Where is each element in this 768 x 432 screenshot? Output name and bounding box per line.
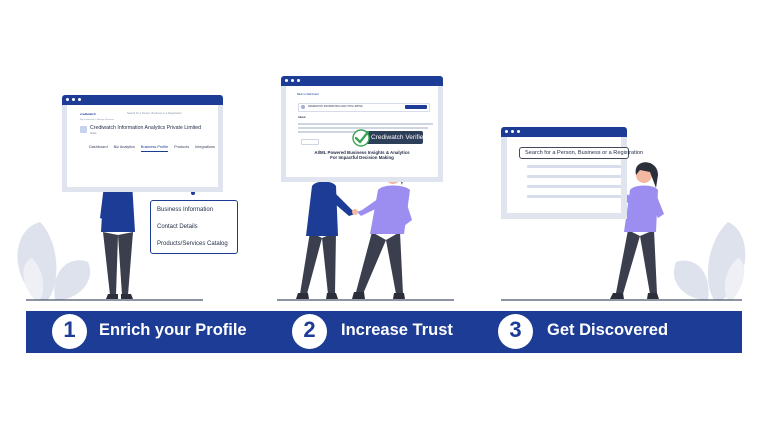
step-2-number: 2 (303, 317, 316, 342)
tab-integrations[interactable]: Integrations (195, 145, 215, 149)
step-3-number: 3 (509, 317, 522, 342)
steps-banner (26, 311, 742, 353)
plant-left-decoration (17, 222, 91, 300)
tagline-line-2: For Impactful Decision Making (330, 155, 394, 160)
window-titlebar (62, 95, 223, 105)
search-input[interactable]: Search for a Person, Business or a Regis… (127, 112, 182, 115)
company-header-row: CREDIWATCH INFORMATION ANALYTICS LIMITED (298, 103, 430, 112)
company-name: CREDIWATCH INFORMATION ANALYTICS LIMITED (308, 105, 363, 108)
breadcrumb[interactable]: My Dashboard > Manage Business (80, 119, 115, 121)
company-logo-icon (301, 105, 305, 109)
result-line (527, 165, 621, 168)
search-window: Search for a Person, Business or a Regis… (501, 127, 643, 219)
search-placeholder: Search for a Person, Business or a Regis… (525, 149, 644, 156)
menu-item-business-information[interactable]: Business Information (157, 207, 214, 213)
building-icon (80, 126, 87, 133)
step-2-circle (292, 314, 327, 349)
text-line (298, 127, 428, 129)
step-1-circle (52, 314, 87, 349)
verified-badge: Crediwatch Verified (363, 131, 427, 144)
person-searching (606, 162, 664, 299)
result-line (527, 195, 621, 198)
company-name: Crediwatch Information Analytics Private… (90, 125, 202, 131)
step-1-number: 1 (63, 317, 76, 342)
action-button[interactable] (405, 105, 427, 109)
profile-tabs: Dashboard Biz Analytics Business Profile… (89, 145, 215, 152)
verified-label: Crediwatch Verified (371, 133, 427, 141)
search-input[interactable]: Search for a Person, Business or a Regis… (519, 147, 643, 159)
menu-item-contact-details[interactable]: Contact Details (157, 224, 198, 230)
business-profile-window: crediwatch Search for a Person, Business… (62, 95, 223, 192)
text-line (298, 131, 398, 133)
result-line (527, 175, 621, 178)
window-titlebar (281, 76, 443, 86)
plant-right-decoration (673, 222, 746, 300)
step-3-label: Get Discovered (547, 321, 669, 339)
back-link[interactable]: Back to dashboard (297, 93, 319, 96)
tab-biz-analytics[interactable]: Biz Analytics (113, 145, 135, 149)
tab-dashboard[interactable]: Dashboard (89, 145, 108, 149)
menu-item-products-catalog[interactable]: Products/Services Catalog (157, 241, 228, 247)
crediwatch-logo[interactable]: crediwatch (80, 112, 96, 116)
check-icon (352, 129, 370, 147)
tagline-line-1: AI/ML Powered Business Insights & Analyt… (314, 150, 410, 155)
tab-products[interactable]: Products (174, 145, 190, 149)
about-heading: About (298, 116, 306, 119)
person-handshake-woman (352, 163, 412, 299)
step-3-circle (498, 314, 533, 349)
text-line (298, 123, 433, 125)
person-handshake-man (296, 160, 355, 299)
business-profile-dropdown: Business Information Contact Details Pro… (150, 200, 238, 254)
step-1-label: Enrich your Profile (99, 321, 247, 339)
result-line (527, 185, 621, 188)
status-badge: Active (90, 132, 97, 135)
window-titlebar (501, 127, 627, 137)
step-2-label: Increase Trust (341, 321, 453, 339)
read-more-button[interactable] (301, 139, 319, 145)
tab-business-profile[interactable]: Business Profile (140, 145, 169, 152)
